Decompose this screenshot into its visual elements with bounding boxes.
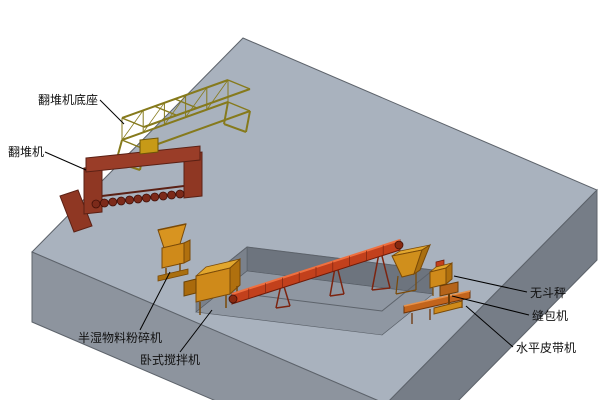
label-scale: 无斗秤 xyxy=(530,286,566,300)
leader-line-bag-sewer xyxy=(451,295,530,316)
bagless-scale xyxy=(429,259,453,296)
horizontal-mixer xyxy=(183,257,241,315)
leader-line-turner xyxy=(44,151,87,171)
truss-verticals xyxy=(121,80,229,140)
sewing-machine-base xyxy=(433,300,463,315)
truss-end-ties xyxy=(121,79,251,150)
labels: 翻堆机底座 翻堆机 半湿物料粉碎机 卧式搅拌机 无斗秤 缝包机 水平皮带机 xyxy=(8,92,576,367)
label-turner-base: 翻堆机底座 xyxy=(38,92,98,107)
turner-tie-beam xyxy=(101,185,185,197)
leader-line-turner-base xyxy=(99,99,125,125)
turner-gantry-beam xyxy=(85,145,201,173)
label-turner: 翻堆机 xyxy=(8,145,44,159)
label-crusher: 半湿物料粉碎机 xyxy=(78,330,162,345)
turner-engine-box xyxy=(139,137,159,155)
leader-line-belt-conveyor xyxy=(465,305,514,348)
conveyor-legs xyxy=(275,247,391,309)
crusher-hopper-rim xyxy=(157,223,187,231)
leader-line-crusher xyxy=(139,271,171,331)
semi-wet-crusher xyxy=(157,223,191,282)
conveyor-tail-pulley xyxy=(228,294,238,304)
sewing-machine-head xyxy=(439,281,459,297)
label-mixer: 卧式搅拌机 xyxy=(140,352,200,367)
conveyor-frame-hatching xyxy=(248,245,384,299)
scale-side-face xyxy=(445,261,453,286)
crusher-base xyxy=(157,268,189,282)
hopper-legs xyxy=(395,272,417,295)
label-belt-conveyor: 水平皮带机 xyxy=(516,341,576,355)
turner-side-wall xyxy=(59,189,93,233)
crusher-body-side xyxy=(183,239,191,264)
platform-right-face xyxy=(389,188,598,400)
feed-hopper xyxy=(391,243,432,295)
leader-line-mixer xyxy=(179,309,213,353)
horizontal-belt-top-edge xyxy=(403,290,471,307)
conveyor-head-pulley xyxy=(394,240,404,250)
platform-front-face xyxy=(31,251,378,400)
leader-lines xyxy=(44,99,530,353)
hopper-funnel-side xyxy=(413,243,432,276)
platform xyxy=(31,37,598,400)
bag-sewing-machine xyxy=(433,281,463,315)
leader-line-scale xyxy=(453,275,528,293)
turner-rotor-discs xyxy=(91,189,185,209)
mixer-motor xyxy=(183,278,197,297)
label-bag-sewer: 缝包机 xyxy=(532,308,568,323)
incline-conveyor xyxy=(228,239,404,309)
truss-diagonals xyxy=(121,79,229,141)
compost-turner xyxy=(59,137,203,233)
turner-base-truss xyxy=(115,79,251,171)
mixer-side-face xyxy=(229,257,241,296)
